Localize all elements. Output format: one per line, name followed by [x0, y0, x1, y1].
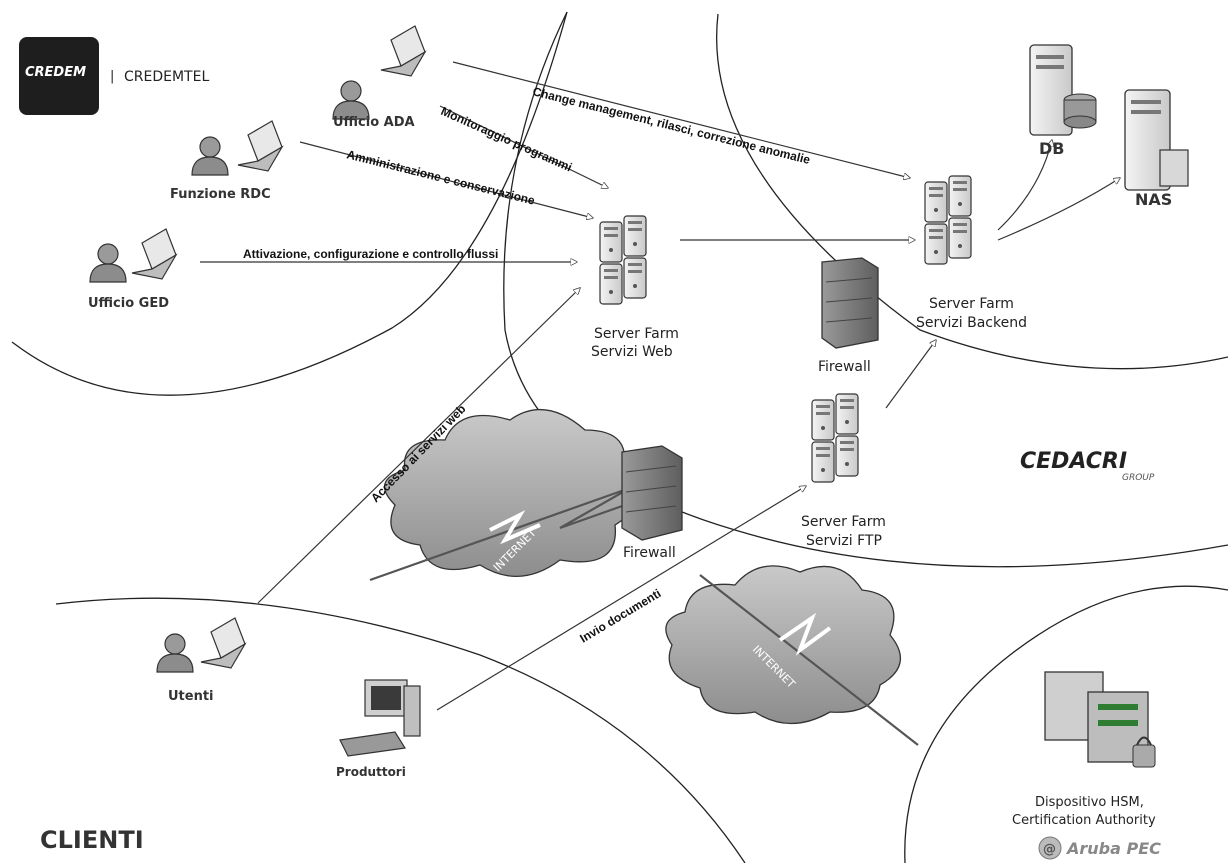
cedacri-logo-text: CEDACRI	[1020, 449, 1127, 474]
label-ftp-farm-2: Servizi FTP	[806, 533, 882, 549]
arrow-change-management	[452, 61, 910, 178]
flow-arrows	[200, 61, 1120, 711]
ufficio-ada-icon	[332, 25, 426, 120]
credem-logo: CREDEM	[19, 37, 99, 115]
label-change-management: Change management, rilasci, correzione a…	[531, 84, 812, 167]
zone-curve-cedacri-inner	[716, 13, 1228, 370]
label-backend-farm-2: Servizi Backend	[916, 315, 1027, 331]
internet-link-2	[699, 574, 919, 746]
backend-farm-icon	[925, 176, 971, 264]
arrow-amministrazione	[299, 141, 593, 218]
funzione-rdc-icon	[191, 120, 283, 176]
db-server-icon	[1029, 44, 1097, 136]
label-ufficio-ged: Ufficio GED	[88, 296, 169, 311]
zone-curve-clienti	[55, 597, 746, 863]
label-monitoraggio: Monitoraggio programmi	[439, 104, 574, 175]
zone-curve-aruba	[904, 585, 1228, 863]
zone-label-clienti: CLIENTI	[40, 826, 144, 854]
credem-separator: |	[110, 69, 114, 84]
internet-link-1	[369, 486, 631, 582]
arrow-ftp-backend	[885, 340, 936, 409]
label-backend-farm-1: Server Farm	[929, 296, 1014, 312]
lightning-1	[489, 510, 541, 545]
arrow-monitoraggio	[439, 105, 608, 188]
ftp-farm-icon	[812, 394, 858, 482]
label-ufficio-ada: Ufficio ADA	[333, 115, 415, 130]
arrow-backend-nas	[997, 178, 1120, 241]
arrow-backend-db	[997, 140, 1052, 231]
label-web-farm-2: Servizi Web	[591, 344, 673, 360]
label-internet-firewall: Firewall	[623, 545, 676, 561]
cedacri-logo-subtext: GROUP	[1122, 473, 1155, 483]
label-produttori: Produttori	[336, 765, 406, 779]
arrow-accesso-web	[257, 288, 580, 604]
label-funzione-rdc: Funzione RDC	[170, 187, 271, 202]
produttori-pc-icon	[339, 679, 421, 757]
web-farm-icon	[600, 216, 646, 304]
lightning-2	[778, 612, 832, 656]
credemtel-brand: CREDEMTEL	[124, 69, 209, 85]
svg-text:@: @	[1043, 842, 1056, 857]
utenti-icon	[156, 617, 246, 673]
aruba-logo-text: Aruba PEC	[1065, 839, 1161, 858]
label-ftp-farm-1: Server Farm	[801, 514, 886, 530]
hsm-device-icon	[1044, 671, 1156, 768]
arrow-invio-documenti	[436, 486, 806, 711]
label-utenti: Utenti	[168, 689, 214, 704]
label-invio-documenti: Invio documenti	[577, 586, 663, 645]
credem-logo-text: CREDEM	[25, 65, 87, 80]
internal-firewall-icon	[821, 257, 879, 349]
label-db: DB	[1039, 139, 1064, 158]
nas-server-icon	[1124, 89, 1189, 191]
label-hsm-2: Certification Authority	[1012, 813, 1156, 828]
aruba-at-icon: @	[1038, 836, 1062, 860]
label-nas: NAS	[1135, 190, 1172, 209]
internet-cloud-1	[384, 408, 638, 577]
internet-firewall-icon	[621, 445, 683, 541]
label-internal-firewall: Firewall	[818, 359, 871, 375]
label-hsm-1: Dispositivo HSM,	[1035, 795, 1144, 810]
label-web-farm-1: Server Farm	[594, 326, 679, 342]
label-attivazione: Attivazione, configurazione e controllo …	[243, 247, 498, 261]
internet-cloud-2	[665, 565, 902, 725]
ufficio-ged-icon	[89, 228, 177, 283]
